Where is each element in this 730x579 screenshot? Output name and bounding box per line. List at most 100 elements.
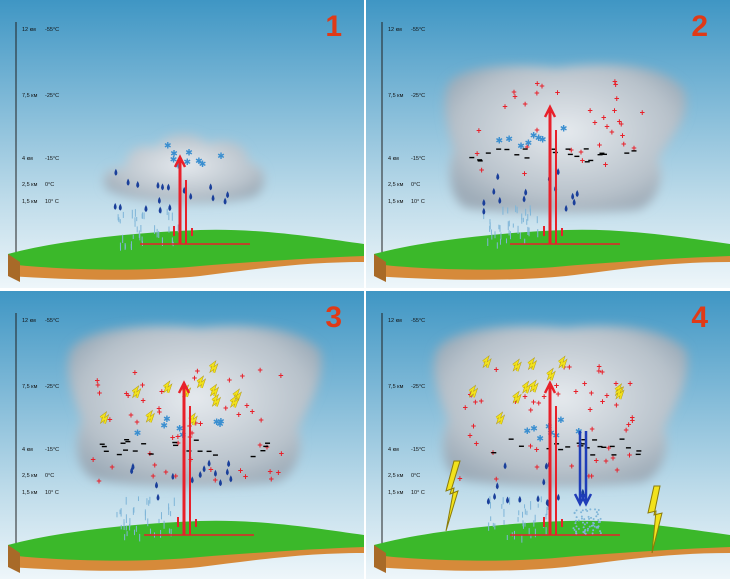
- positive-charge: +: [631, 143, 636, 153]
- positive-charge: +: [640, 108, 645, 118]
- rain-drops: [113, 168, 230, 214]
- positive-charge: +: [163, 467, 168, 477]
- positive-charge: +: [257, 365, 262, 375]
- raindrop: [154, 481, 158, 489]
- temperature-label: -25°C: [411, 384, 425, 390]
- positive-charge: +: [474, 439, 479, 449]
- updraft-arrowhead: [173, 154, 187, 168]
- temperature-label: -15°C: [411, 447, 425, 453]
- altitude-label: 2,5 км: [22, 182, 38, 188]
- snowflake: ✱: [560, 124, 568, 134]
- positive-charge: +: [175, 432, 180, 442]
- snowflake: ✱: [213, 418, 221, 428]
- rain-streaks: [117, 208, 179, 251]
- positive-charge: +: [609, 127, 614, 137]
- raindrop: [114, 168, 118, 176]
- positive-charge: +: [268, 466, 273, 476]
- positive-charge: +: [534, 88, 539, 98]
- snowflake: ✱: [134, 429, 142, 439]
- snowflake: ✱: [536, 434, 544, 444]
- altitude-label: 7,5 км: [22, 384, 38, 390]
- positive-charge: +: [600, 397, 605, 407]
- raindrop: [166, 183, 170, 191]
- lightning-bolt: [196, 376, 206, 389]
- raindrop: [156, 493, 160, 501]
- positive-charge: +: [531, 397, 536, 407]
- earth-edge: [8, 545, 20, 573]
- positive-charge: +: [494, 365, 499, 375]
- temperature-label: -55°C: [45, 318, 59, 324]
- raindrop: [226, 191, 230, 199]
- positive-charge: +: [97, 388, 102, 398]
- raindrop: [136, 180, 140, 188]
- positive-charge: +: [192, 373, 197, 383]
- temperature-label: -25°C: [411, 93, 425, 99]
- positive-charge: +: [471, 421, 476, 431]
- positive-charge: +: [603, 160, 608, 170]
- lightning-bolt: [132, 386, 141, 398]
- updraft-small-arrows: [543, 517, 563, 527]
- positive-charge: +: [223, 403, 228, 413]
- downdraft-arrowhead: [579, 493, 593, 507]
- raindrop: [486, 497, 490, 505]
- snowflake: ✱: [170, 150, 178, 160]
- positive-charge: +: [630, 415, 635, 425]
- altitude-label: 4 км: [388, 447, 399, 453]
- raindrop: [126, 178, 130, 186]
- updraft-small-arrows: [173, 226, 193, 236]
- positive-charge: +: [95, 375, 100, 385]
- snowflake: ✱: [557, 416, 565, 426]
- raindrop: [495, 482, 499, 490]
- snowflake: ✱: [505, 135, 513, 145]
- lightning-bolt: [482, 356, 491, 368]
- lightning-bolt: [209, 361, 218, 373]
- positive-charge: +: [152, 460, 157, 470]
- stage-number: 3: [325, 301, 342, 334]
- positive-charge: +: [597, 140, 602, 150]
- positive-charge: +: [569, 145, 574, 155]
- positive-charge: +: [128, 410, 133, 420]
- positive-charge: +: [157, 407, 162, 417]
- raindrop: [171, 472, 175, 480]
- positive-charge: +: [132, 368, 137, 378]
- lightning-bolt: [615, 387, 624, 400]
- raindrop: [156, 181, 160, 189]
- temperature-label: -55°C: [411, 318, 425, 324]
- raindrop: [189, 192, 193, 200]
- positive-charge: +: [159, 386, 164, 396]
- positive-charge: +: [614, 93, 619, 103]
- positive-charge: +: [238, 466, 243, 476]
- positive-charge: +: [623, 425, 628, 435]
- positive-charge: +: [175, 438, 180, 448]
- lightning-bolt-right: [647, 485, 663, 554]
- temperature-label: -15°C: [45, 156, 59, 162]
- altitude-label: 2,5 км: [22, 473, 38, 479]
- raindrop: [223, 197, 227, 205]
- snowflake: ✱: [217, 152, 225, 162]
- positive-charge: +: [109, 462, 114, 472]
- cumulus-cloud: [67, 326, 322, 487]
- raindrop: [213, 469, 217, 477]
- snowflake: ✱: [535, 134, 543, 144]
- raindrop: [496, 173, 500, 181]
- positive-charge: +: [240, 371, 245, 381]
- raindrop: [518, 495, 522, 503]
- positive-charge: +: [534, 125, 539, 135]
- updraft-arrowhead: [177, 380, 191, 394]
- raindrop: [130, 467, 134, 475]
- raindrop: [118, 203, 122, 211]
- grass-layer: [374, 229, 730, 270]
- raindrop: [168, 203, 172, 211]
- positive-charge: +: [596, 362, 601, 372]
- positive-charge: +: [522, 99, 527, 109]
- snowflakes: ✱✱✱✱✱✱✱✱: [496, 124, 568, 151]
- lightning-bolt: [100, 412, 109, 424]
- lightning-bolt: [529, 380, 538, 393]
- rain-drops: [130, 459, 233, 501]
- lightning-bolt: [522, 381, 531, 394]
- altitude-label: 4 км: [22, 156, 33, 162]
- positive-charge: +: [173, 471, 178, 481]
- altitude-label: 1,5 км: [388, 199, 404, 205]
- temperature-label: 0°C: [411, 473, 420, 479]
